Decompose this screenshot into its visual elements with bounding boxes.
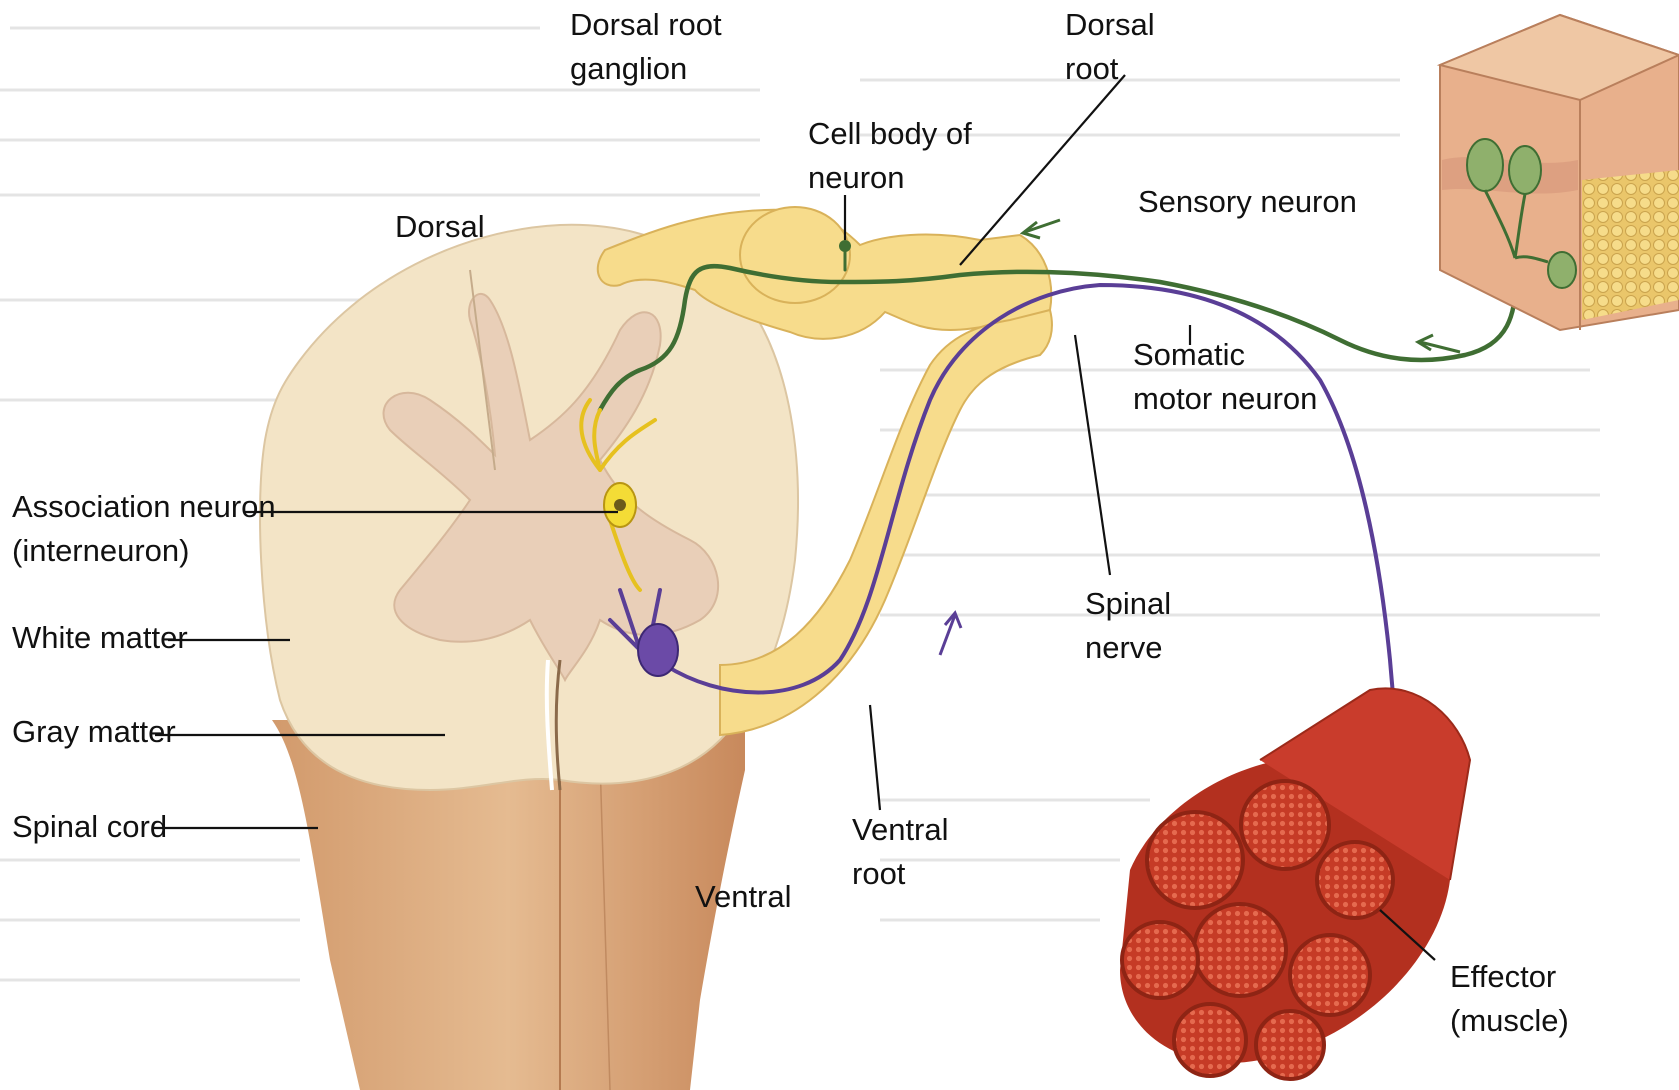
label-ventral-root: Ventral root bbox=[852, 808, 949, 896]
label-white-matter: White matter bbox=[12, 616, 188, 660]
label-dorsal: Dorsal bbox=[395, 205, 485, 249]
label-spinal-nerve: Spinal nerve bbox=[1085, 582, 1171, 670]
label-somatic-motor-neuron: Somatic motor neuron bbox=[1133, 333, 1317, 421]
label-ventral: Ventral bbox=[695, 875, 792, 919]
sensory-cell-body bbox=[839, 240, 851, 252]
label-effector: Effector (muscle) bbox=[1450, 955, 1569, 1043]
label-association-neuron: Association neuron (interneuron) bbox=[12, 485, 276, 573]
label-sensory-neuron: Sensory neuron bbox=[1138, 180, 1357, 224]
label-dorsal-root-ganglion: Dorsal root ganglion bbox=[570, 3, 722, 91]
dorsal-root-ganglion bbox=[740, 207, 850, 303]
label-dorsal-root: Dorsal root bbox=[1065, 3, 1155, 91]
motor-cell-body bbox=[638, 624, 678, 676]
label-cell-body: Cell body of neuron bbox=[808, 112, 972, 200]
effector-muscle bbox=[1120, 688, 1470, 1079]
label-gray-matter: Gray matter bbox=[12, 710, 176, 754]
skin-receptor bbox=[1440, 15, 1679, 330]
label-spinal-cord: Spinal cord bbox=[12, 805, 167, 849]
